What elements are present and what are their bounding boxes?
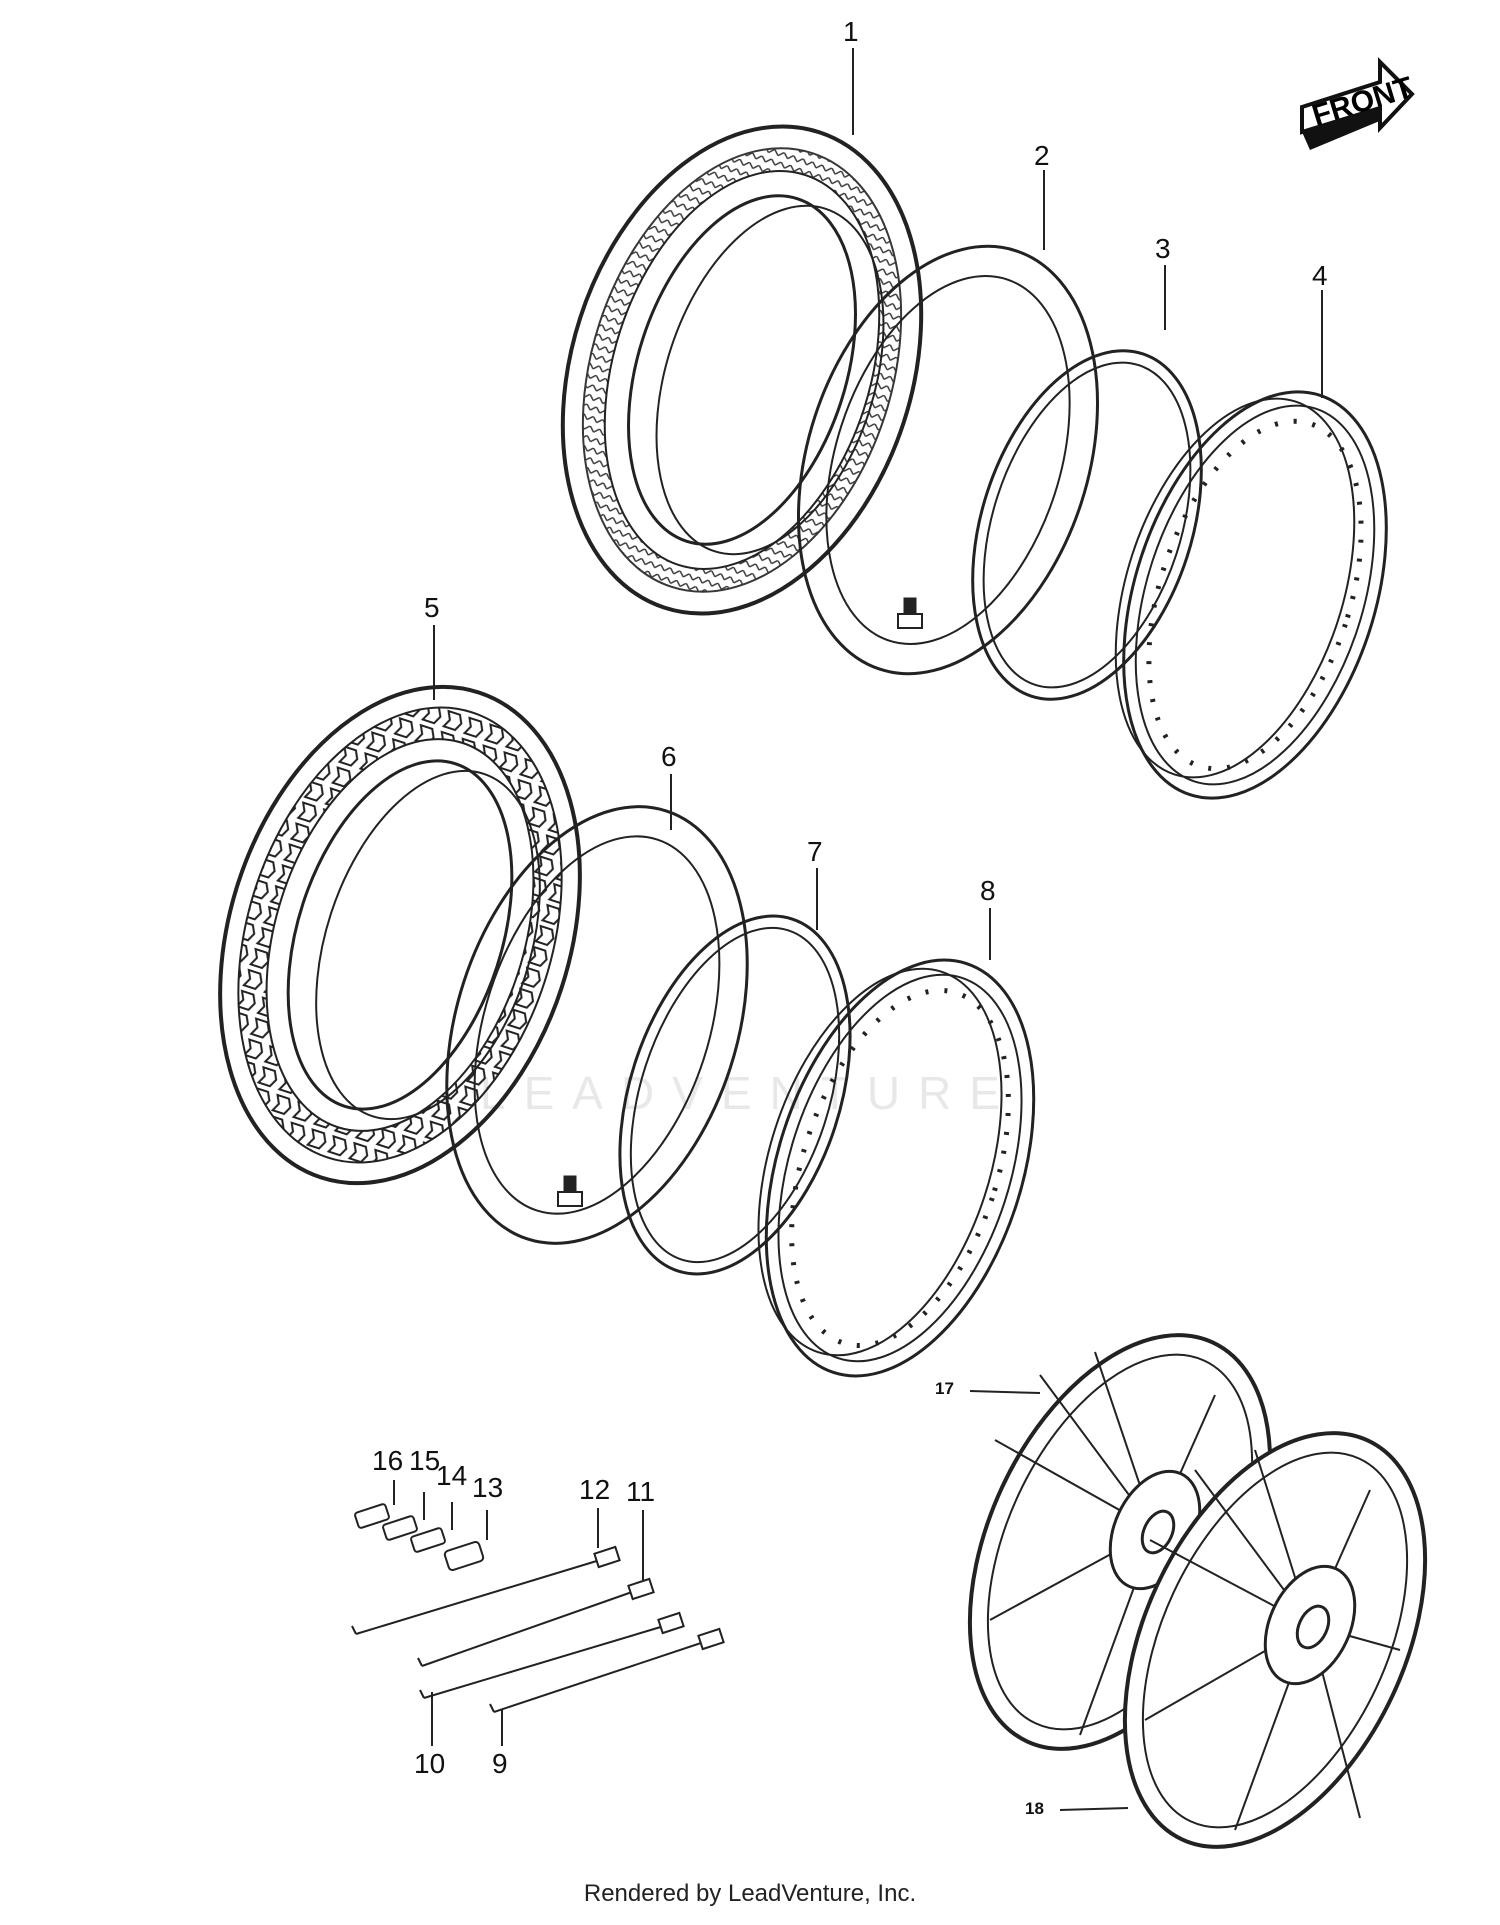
watermark: LEADVENTURE [480, 1067, 1018, 1119]
spoke-11 [417, 1577, 655, 1667]
callout-4: 4 [1312, 260, 1328, 291]
inner-tube-front [797, 244, 1099, 676]
inner-tube-rear [445, 805, 749, 1245]
callout-17: 17 [935, 1379, 954, 1398]
callout-18: 18 [1025, 1799, 1044, 1818]
callout-6: 6 [661, 741, 677, 772]
callout-12: 12 [579, 1474, 611, 1505]
valve-stem-icon [557, 1175, 583, 1207]
spoke-10 [419, 1611, 685, 1699]
leader-lines [393, 48, 1323, 1811]
callout-1: 1 [843, 16, 859, 47]
spokes [351, 1545, 725, 1713]
nipple-14 [410, 1527, 446, 1553]
nipple-16 [354, 1503, 390, 1529]
tire-rib-front [560, 124, 924, 616]
spoke-9 [489, 1627, 725, 1713]
spoke-12 [351, 1545, 621, 1635]
callout-2: 2 [1034, 140, 1050, 171]
callout-5: 5 [424, 592, 440, 623]
rim-front [1114, 390, 1388, 800]
callout-11: 11 [626, 1476, 656, 1507]
callout-9: 9 [492, 1748, 508, 1779]
rim-rear [757, 958, 1036, 1378]
callout-13: 13 [472, 1472, 504, 1503]
callout-10: 10 [414, 1748, 446, 1779]
rim-band-rear [618, 914, 852, 1276]
wheel-assembly-rear [1122, 1431, 1428, 1849]
tire-block-rear [218, 684, 582, 1186]
callout-3: 3 [1155, 233, 1171, 264]
callout-15: 15 [409, 1445, 441, 1476]
callout-14: 14 [436, 1460, 468, 1491]
callout-7: 7 [807, 836, 823, 867]
front-arrow-icon: FRONT [1300, 57, 1417, 150]
callout-16: 16 [372, 1445, 404, 1476]
rim-band-front [971, 349, 1203, 701]
callout-8: 8 [980, 875, 996, 906]
spoke-nipples [354, 1503, 485, 1572]
footer-credit: Rendered by LeadVenture, Inc. [583, 1880, 917, 1907]
nipple-15 [382, 1515, 418, 1541]
nipple-13 [443, 1540, 485, 1572]
valve-stem-icon [897, 597, 923, 629]
